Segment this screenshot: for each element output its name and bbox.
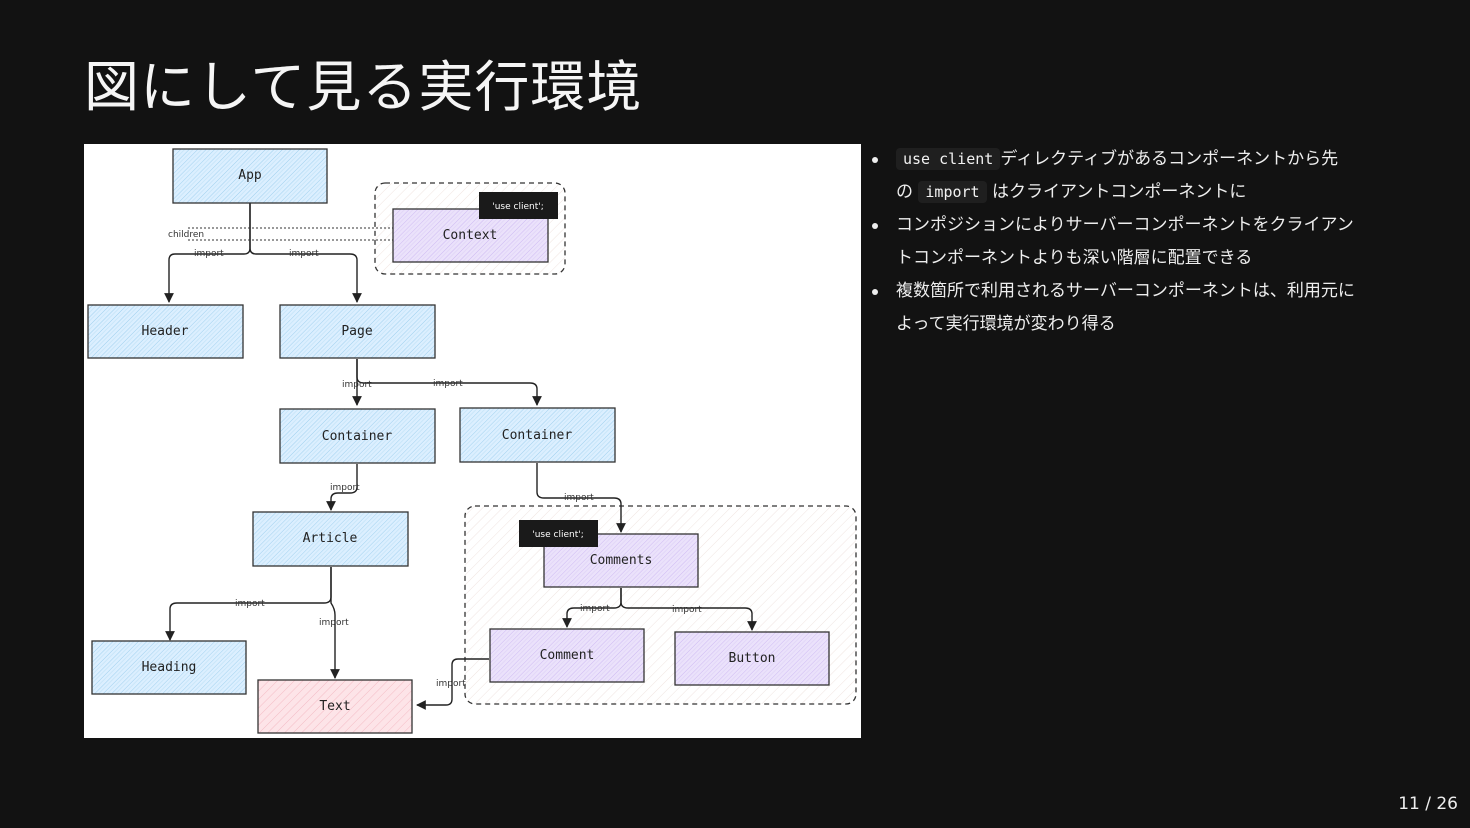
edge-app-page — [249, 203, 362, 303]
bullet-item-2: コンポジションによりサーバーコンポーネントをクライアン トコンポーネントよりも深… — [866, 209, 1426, 275]
node-text — [257, 679, 413, 734]
use-client-tag-comments-label: 'use client'; — [532, 530, 584, 540]
edge-page-container-right — [356, 359, 542, 406]
import-label-container-article: import — [330, 483, 360, 493]
node-page — [279, 304, 436, 359]
import-label-article-heading: import — [235, 599, 265, 609]
node-container-right — [459, 407, 616, 463]
node-app — [172, 148, 328, 204]
use-client-tag-context — [479, 192, 558, 219]
edge-container-article — [326, 464, 358, 511]
inline-code-use-client: use client — [896, 148, 1001, 170]
node-page-label: Page — [341, 324, 372, 339]
import-label-article-text: import — [319, 618, 349, 628]
import-label-comments-comment: import — [580, 604, 610, 614]
inline-code-import: import — [918, 181, 987, 203]
node-header — [87, 304, 244, 359]
node-header-label: Header — [142, 324, 189, 339]
node-heading — [91, 640, 247, 695]
node-comment — [489, 628, 645, 683]
bullet-1-pre2: の — [896, 182, 913, 202]
component-tree-diagram: children import import import import imp… — [84, 144, 861, 738]
node-text-label: Text — [319, 699, 350, 714]
node-container-right-label: Container — [502, 428, 573, 443]
node-app-label: App — [238, 168, 262, 183]
import-label-page-container-left: import — [342, 380, 372, 390]
import-label-app-header: import — [194, 249, 224, 259]
node-button — [674, 631, 830, 686]
node-container-left — [279, 408, 436, 464]
import-label-comments-button: import — [672, 605, 702, 615]
node-article-label: Article — [303, 531, 358, 546]
bullet-3-text: 複数箇所で利用されるサーバーコンポーネントは、利用元に — [896, 281, 1355, 301]
node-button-label: Button — [729, 651, 776, 666]
node-comments-label: Comments — [590, 553, 653, 568]
node-context-label: Context — [443, 228, 498, 243]
bullet-2-text: コンポジションによりサーバーコンポーネントをクライアン — [896, 215, 1354, 235]
node-container-left-label: Container — [322, 429, 393, 444]
bullet-item-3: 複数箇所で利用されるサーバーコンポーネントは、利用元に よって実行環境が変わり得… — [866, 275, 1426, 341]
use-client-tag-context-label: 'use client'; — [492, 202, 544, 212]
use-client-tag-comments — [519, 520, 598, 547]
import-label-container-comments: import — [564, 493, 594, 503]
import-label-page-container-right: import — [433, 379, 463, 389]
node-heading-label: Heading — [142, 660, 197, 675]
edge-article-text — [330, 567, 340, 679]
edge-comment-text — [416, 658, 489, 710]
page-number: 11 / 26 — [1398, 794, 1458, 814]
children-label: children — [168, 230, 204, 240]
slide-title: 図にして見る実行環境 — [84, 55, 643, 119]
edge-container-comments — [536, 463, 626, 533]
node-article — [252, 511, 409, 567]
import-label-app-page: import — [289, 249, 319, 259]
import-label-comment-text: import — [436, 679, 466, 689]
node-comment-label: Comment — [540, 648, 595, 663]
bullet-3-text-line2: よって実行環境が変わり得る — [896, 314, 1116, 334]
bullet-1-text2: はクライアントコンポーネントに — [992, 182, 1247, 202]
edge-comments-button — [620, 588, 757, 631]
bullet-1-text: ディレクティブがあるコンポーネントから先 — [1000, 149, 1339, 169]
bullet-2-text-line2: トコンポーネントよりも深い階層に配置できる — [896, 248, 1253, 268]
